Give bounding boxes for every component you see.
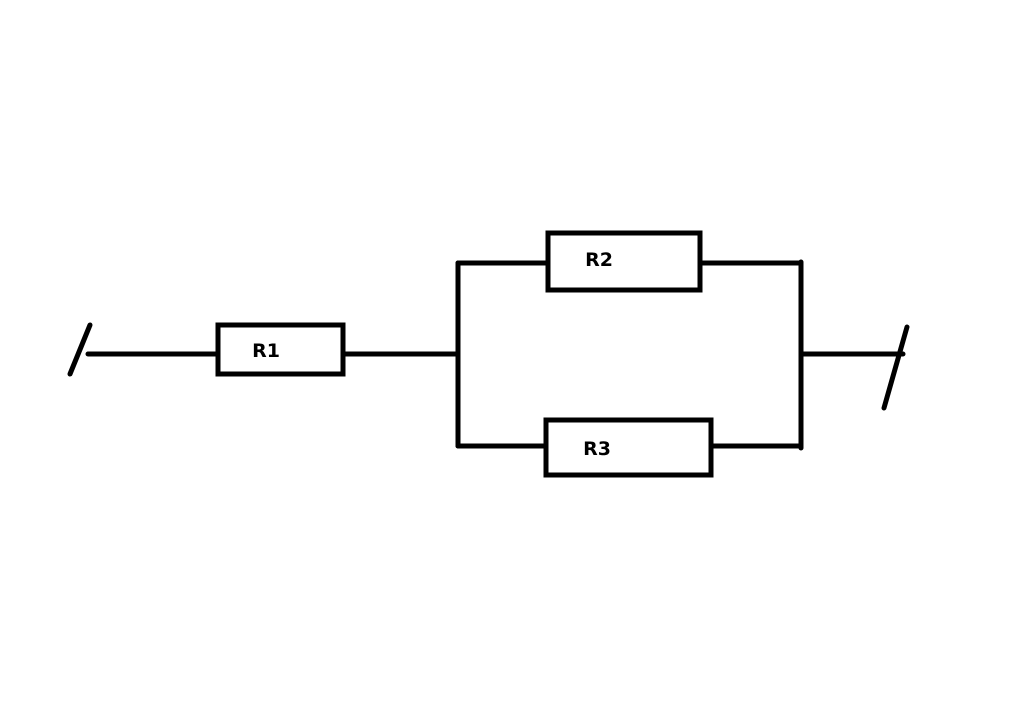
resistor-r1: R1 [215, 322, 346, 377]
resistor-r1-body [215, 322, 346, 377]
resistor-r2-label: R2 [585, 249, 613, 271]
resistor-r3: R3 [543, 417, 714, 478]
resistor-r2-body [545, 230, 703, 293]
resistor-r3-body [543, 417, 714, 478]
resistor-r2: R2 [545, 230, 703, 293]
left-terminal-mark [67, 322, 93, 377]
resistor-r1-label: R1 [252, 340, 280, 362]
right-terminal-mark [881, 324, 910, 411]
resistor-r3-label: R3 [583, 438, 611, 460]
